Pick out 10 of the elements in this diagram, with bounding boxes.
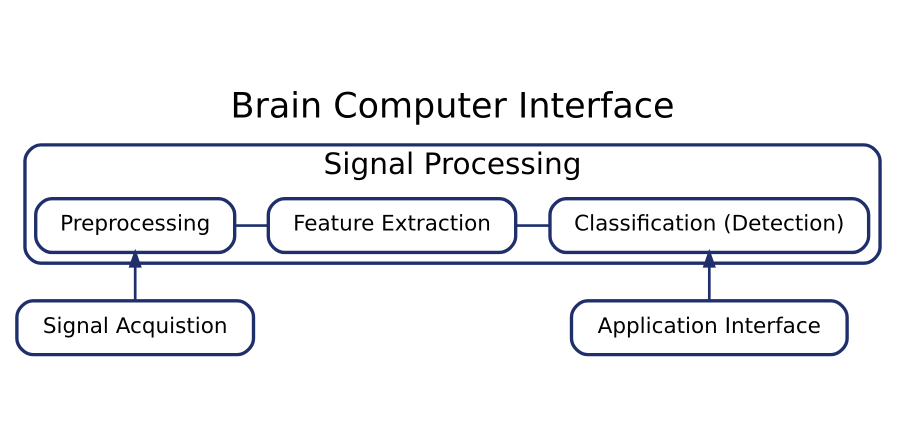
connector [235,224,268,227]
connector [516,224,550,227]
node-box: Preprocessing [34,196,236,254]
arrow [128,248,142,301]
node-box: Signal Acquistion [15,299,256,356]
node-box: Classification (Detection) [548,196,870,254]
node-box: Application Interface [570,299,849,356]
diagram-title: Brain Computer Interface [230,86,674,127]
node-box: Feature Extraction [266,196,518,254]
arrow [702,248,716,301]
